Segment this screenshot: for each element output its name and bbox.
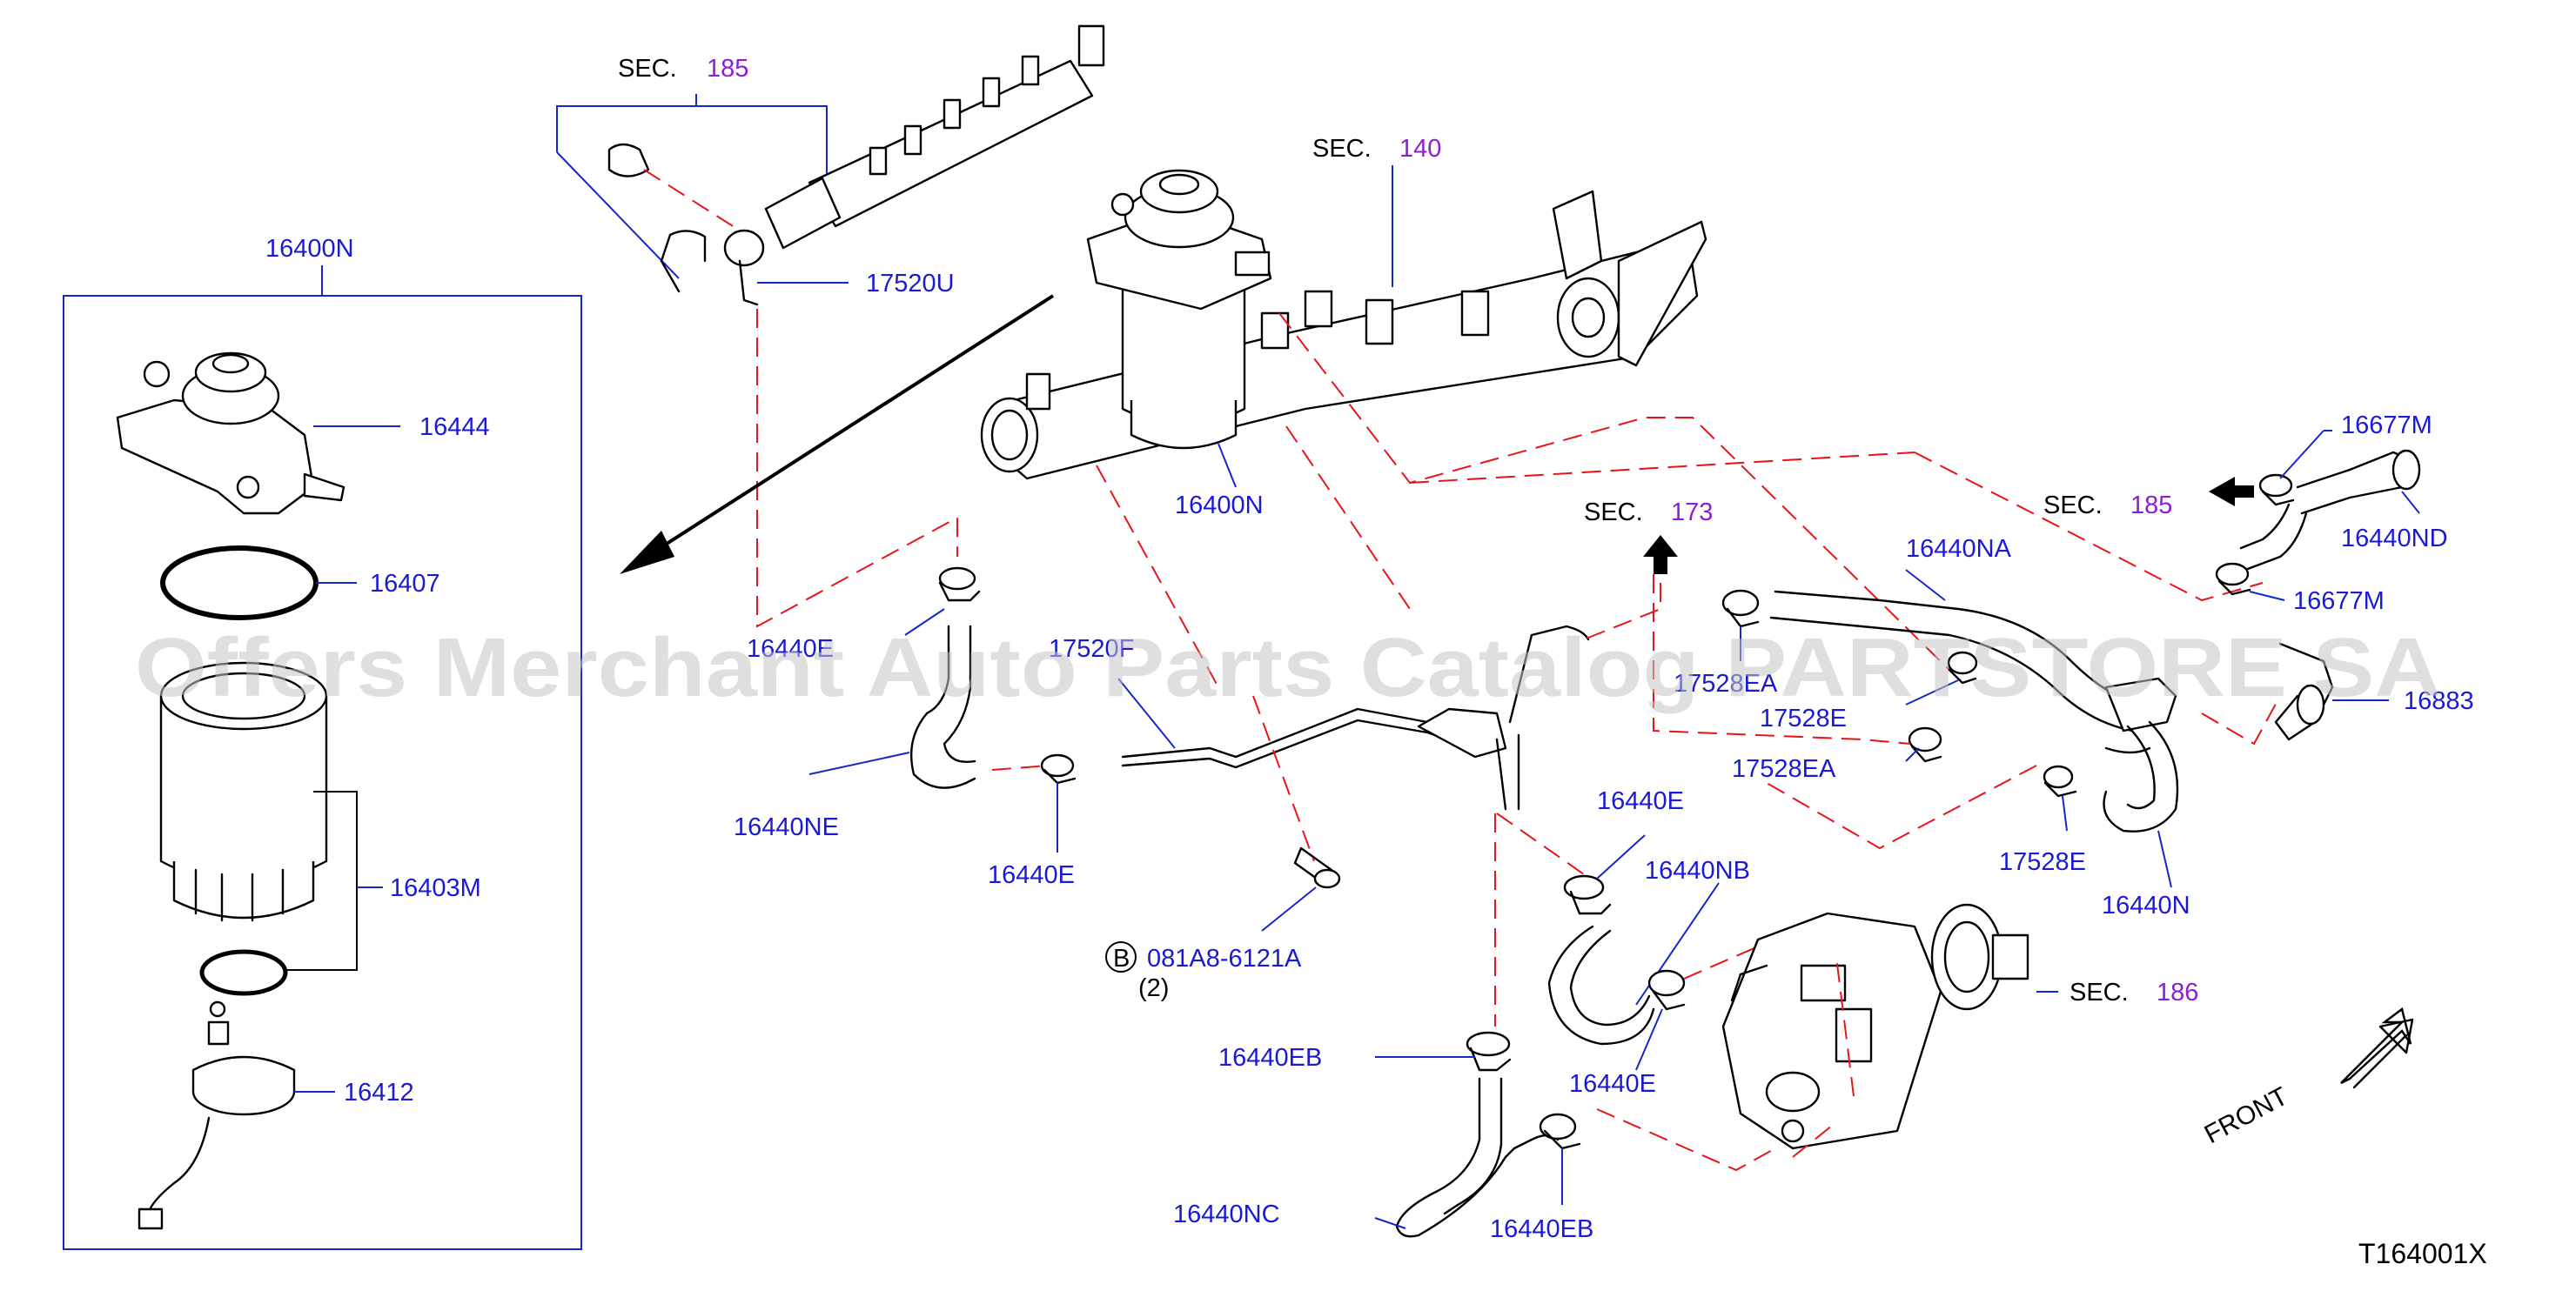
part-label-16407[interactable]: 16407 (370, 570, 440, 598)
front-indicator (2340, 1007, 2414, 1089)
part-label-16440e-mid[interactable]: 16440E (988, 861, 1075, 889)
clamp-16883 (2274, 642, 2334, 741)
hose-16440ne (910, 625, 976, 789)
part-label-16883[interactable]: 16883 (2404, 687, 2474, 715)
injection-pump (1721, 903, 2029, 1150)
section-ref-185-top-number[interactable]: 185 (707, 55, 748, 83)
part-label-16440e-upper[interactable]: 16440E (1597, 787, 1684, 815)
main-fuel-filter-16400n (1086, 169, 1272, 450)
clip-16440e-left (938, 566, 981, 602)
o-ring-small (199, 949, 288, 996)
direction-arrow (638, 294, 1055, 563)
part-label-17528e-bot[interactable]: 17528E (1999, 848, 2086, 876)
clip-16440eb-a (1466, 1031, 1512, 1072)
part-label-16403m[interactable]: 16403M (390, 874, 481, 902)
section-ref-140-number[interactable]: 140 (1399, 135, 1441, 163)
part-label-16400n-main[interactable]: 16400N (1175, 492, 1264, 519)
section-ref-173-prefix: SEC. (1584, 498, 1643, 526)
filter-head-16444 (116, 351, 345, 515)
hose-16440nb (1547, 925, 1655, 1046)
hose-16440nc (1395, 1077, 1560, 1238)
bolt-quantity: (2) (1138, 974, 1169, 1002)
diagram-code: T164001X (2358, 1238, 2487, 1269)
part-label-16677m-bot[interactable]: 16677M (2293, 587, 2385, 615)
part-label-16440e-left[interactable]: 16440E (747, 635, 834, 663)
clip-16440eb-b (1539, 1113, 1581, 1150)
left-arrow-185 (2209, 477, 2254, 506)
section-ref-185-right-prefix: SEC. (2043, 492, 2103, 519)
part-label-16440eb-b[interactable]: 16440EB (1490, 1215, 1593, 1243)
part-label-16440na[interactable]: 16440NA (1906, 535, 2012, 563)
part-label-16412[interactable]: 16412 (344, 1079, 414, 1107)
clip-16677m-bot (2215, 562, 2251, 596)
o-ring-16407 (160, 545, 319, 620)
bolt-badge-letter: B (1113, 945, 1130, 973)
part-label-16444[interactable]: 16444 (419, 413, 490, 441)
intake-manifold (980, 190, 1707, 480)
water-sensor-16412 (138, 1000, 296, 1230)
part-label-16440eb-a[interactable]: 16440EB (1218, 1044, 1322, 1072)
front-label: FRONT (2200, 1082, 2293, 1150)
part-label-16440nb[interactable]: 16440NB (1645, 857, 1750, 885)
clip-16440e-lower (1647, 969, 1686, 1011)
part-label-17528e-top[interactable]: 17528E (1760, 705, 1847, 732)
section-ref-173-number[interactable]: 173 (1671, 498, 1713, 526)
part-label-16400n-box[interactable]: 16400N (265, 235, 354, 263)
part-label-17528ea-top[interactable]: 17528EA (1674, 670, 1778, 698)
filter-element-16403m (159, 661, 328, 922)
part-label-17528ea[interactable]: 17528EA (1732, 755, 1836, 783)
bolt-081a8-6121a (1293, 846, 1341, 889)
clip-16440e-upper (1563, 874, 1612, 915)
clip-17528e-top (1947, 651, 1978, 685)
hose-16440n (2103, 677, 2179, 833)
section-ref-186-prefix: SEC. (2070, 979, 2129, 1007)
watermark: Offers Merchant Auto Parts Catalog PARTS… (135, 621, 2441, 714)
part-label-081a8-6121a[interactable]: 081A8-6121A (1147, 945, 1302, 973)
clip-17528e-bot (2043, 765, 2077, 798)
section-ref-185-right-number[interactable]: 185 (2130, 492, 2172, 519)
part-label-17520u[interactable]: 17520U (866, 270, 955, 298)
clip-16440e-mid (1040, 753, 1077, 785)
fuel-rail (607, 24, 1105, 250)
part-label-16440nc[interactable]: 16440NC (1173, 1201, 1280, 1228)
fuel-pipe-17520u (660, 229, 765, 306)
part-label-16677m-top[interactable]: 16677M (2341, 411, 2432, 439)
clip-17528ea (1908, 726, 1942, 763)
part-label-17520f[interactable]: 17520F (1049, 635, 1134, 663)
bolt-badge (1105, 941, 1137, 973)
section-ref-140-prefix: SEC. (1312, 135, 1372, 163)
part-label-16440nd[interactable]: 16440ND (2341, 525, 2448, 552)
hose-16440nd (2239, 449, 2421, 572)
part-label-16440n[interactable]: 16440N (2102, 892, 2190, 920)
section-ref-186-number[interactable]: 186 (2157, 979, 2198, 1007)
part-label-16440ne[interactable]: 16440NE (734, 813, 839, 841)
up-arrow-173 (1643, 535, 1678, 574)
part-label-16440e-lower[interactable]: 16440E (1569, 1070, 1656, 1098)
clip-16677m-top (2258, 473, 2295, 506)
section-ref-185-top-prefix: SEC. (618, 55, 677, 83)
